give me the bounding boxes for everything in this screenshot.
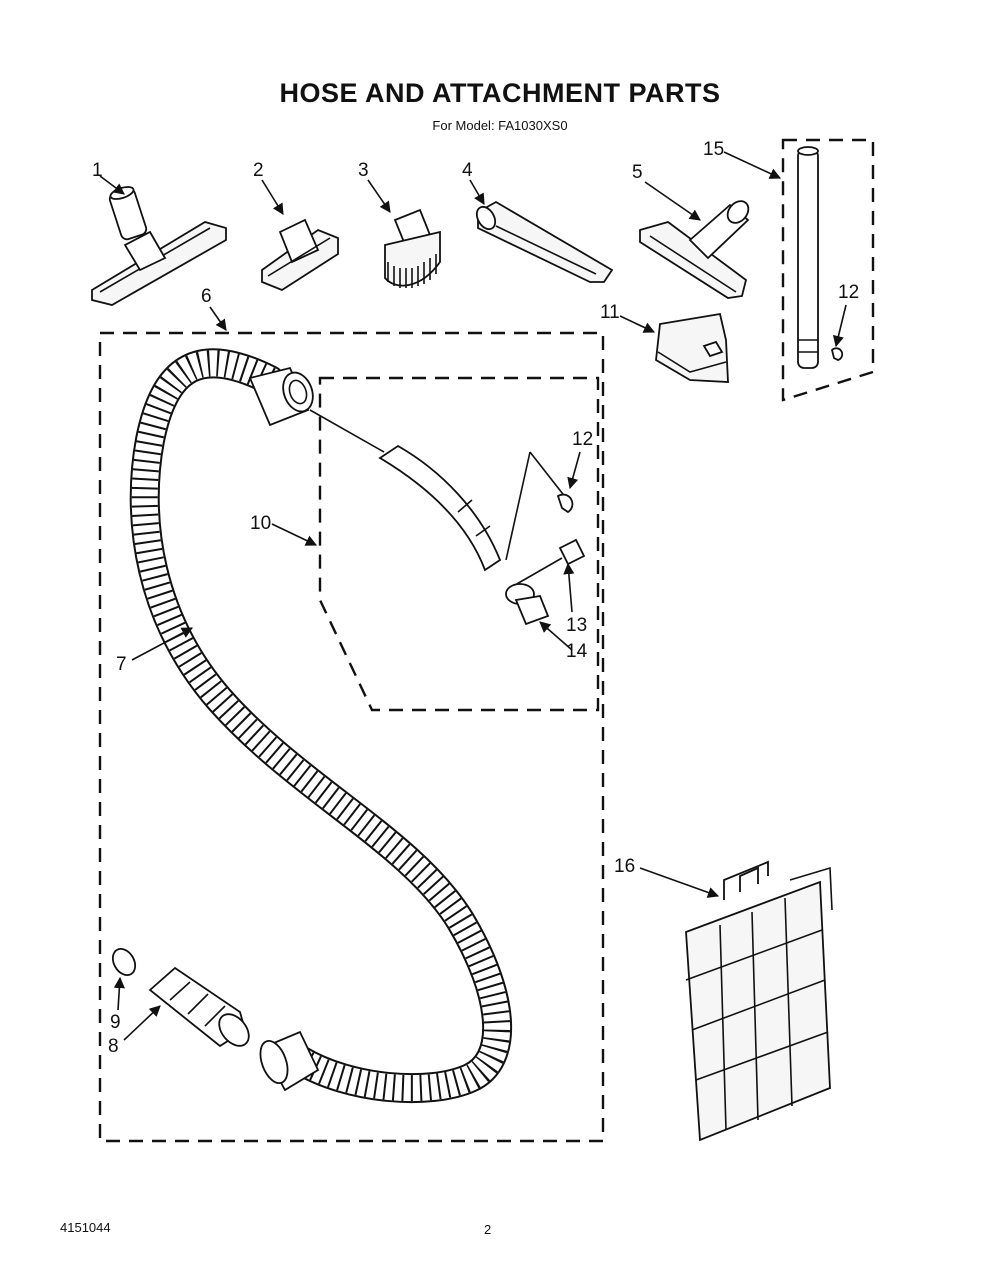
part-9-ring <box>111 947 137 977</box>
part-handle-tube <box>378 444 502 572</box>
callout-4: 4 <box>462 160 473 181</box>
part-5-floor-tool <box>639 200 750 299</box>
callout-3: 3 <box>358 160 369 181</box>
page-number: 2 <box>484 1222 492 1237</box>
callout-15: 15 <box>703 139 724 160</box>
callout-12-handle: 12 <box>572 429 593 450</box>
part-16-filter <box>685 860 833 1142</box>
part-15-wand-box <box>781 138 875 402</box>
part-14-button <box>505 583 550 626</box>
callout-6: 6 <box>201 286 212 307</box>
callout-5: 5 <box>632 162 643 183</box>
part-3-dusting-brush <box>384 208 441 288</box>
part-2-upholstery-tool <box>261 218 339 292</box>
part-10-handle-box <box>318 376 600 712</box>
part-15-wand <box>797 146 819 369</box>
model-subtitle: For Model: FA1030XS0 <box>432 118 568 133</box>
part-8-swivel-cuff <box>148 966 250 1048</box>
part-4-crevice-tool <box>475 200 614 283</box>
part-12-wand-clip <box>831 347 844 361</box>
part-12-clip <box>556 493 574 514</box>
part-7-hose <box>129 348 513 1104</box>
part-11-tool-clip <box>655 312 729 383</box>
callout-10: 10 <box>250 513 271 534</box>
callout-1: 1 <box>92 160 103 181</box>
callout-9: 9 <box>110 1012 121 1033</box>
callout-12-wand: 12 <box>838 282 859 303</box>
callout-2: 2 <box>253 160 264 181</box>
callout-11: 11 <box>600 302 620 323</box>
page-title: HOSE AND ATTACHMENT PARTS <box>279 78 721 108</box>
part-6-hose-assembly-box <box>98 331 605 1143</box>
callout-7: 7 <box>116 654 127 675</box>
part-13-latch <box>558 538 586 566</box>
callout-14: 14 <box>566 641 588 662</box>
callout-16: 16 <box>614 856 635 877</box>
callout-8: 8 <box>108 1036 119 1057</box>
document-number: 4151044 <box>60 1220 111 1235</box>
callout-13: 13 <box>566 615 587 636</box>
